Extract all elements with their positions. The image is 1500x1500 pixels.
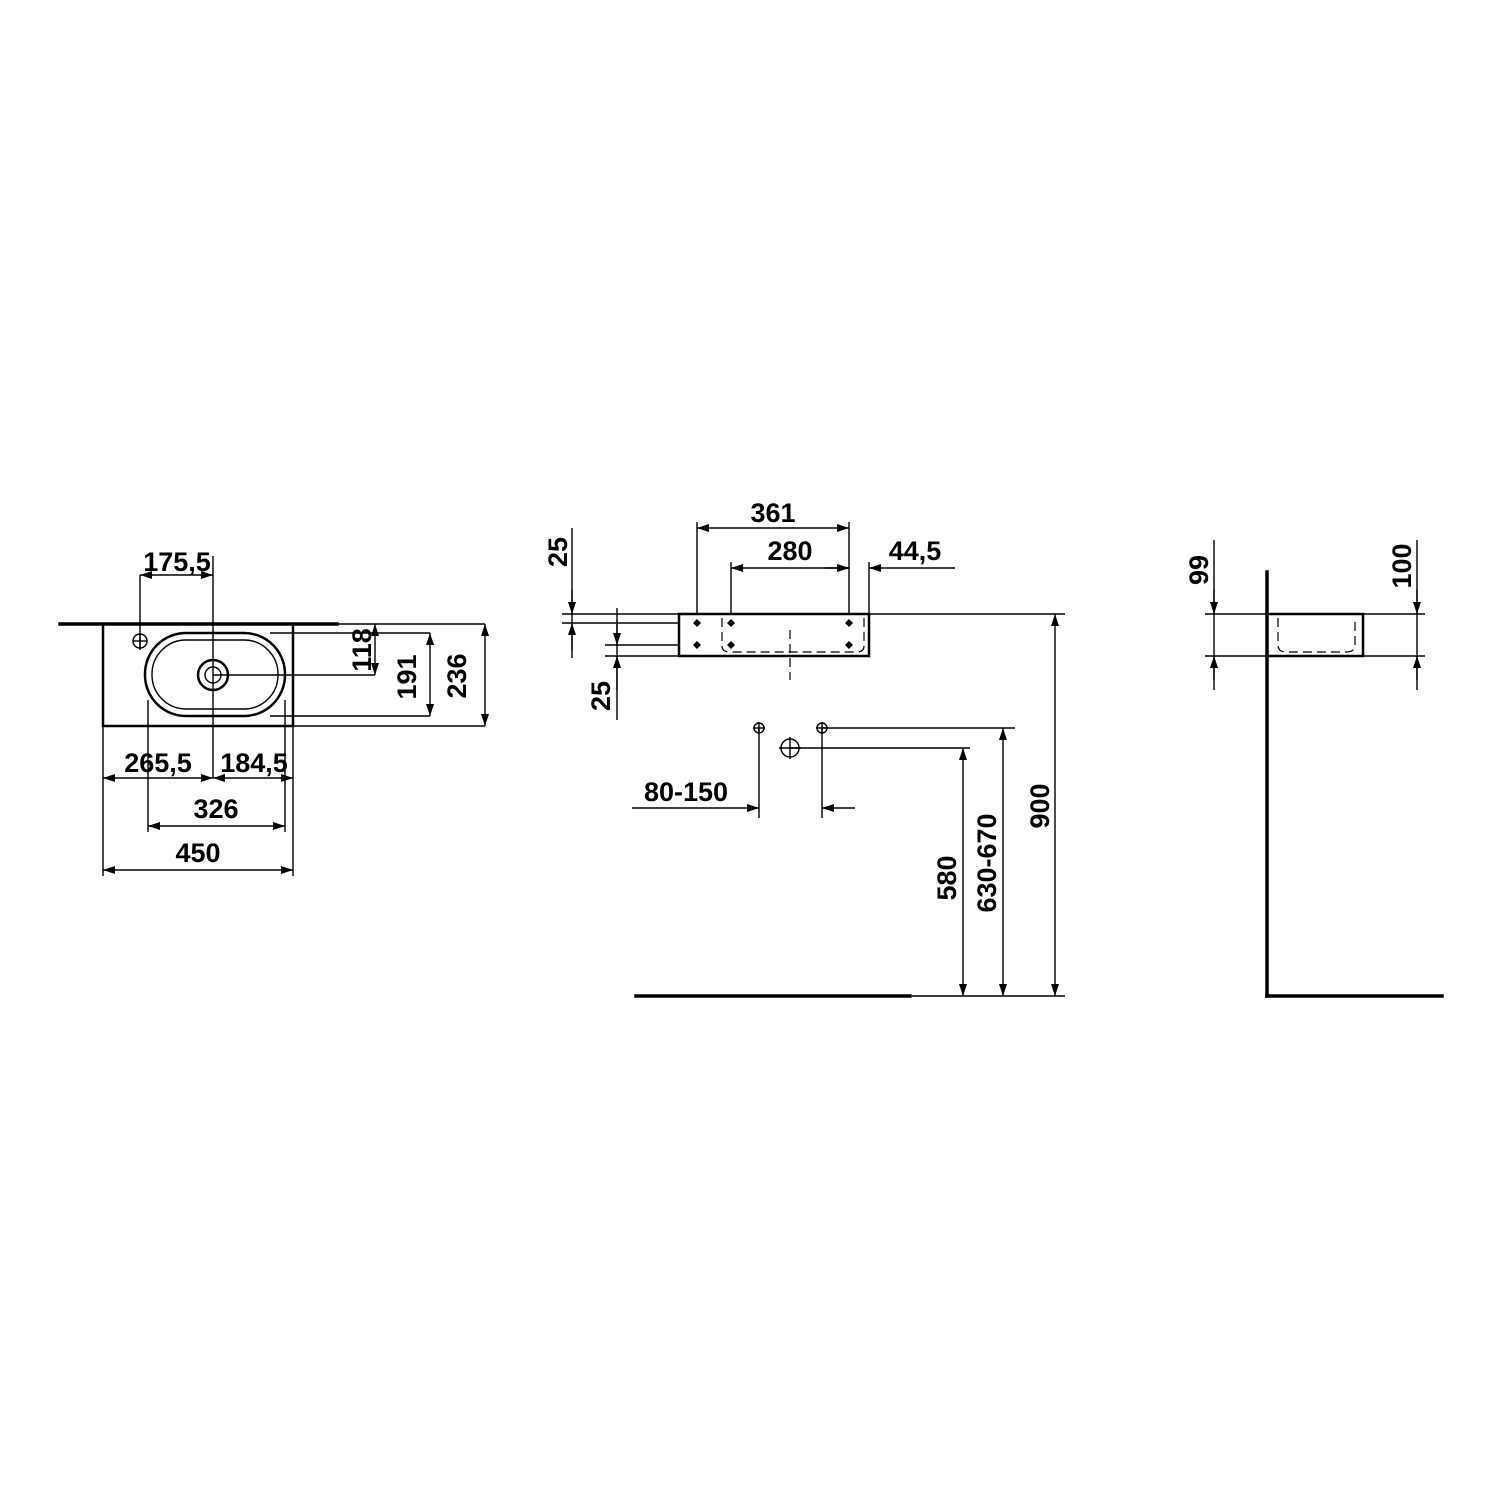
bracket-icon (693, 619, 701, 627)
bracket-icon (845, 619, 853, 627)
bracket-icon (693, 641, 701, 649)
dim-44-5-label: 44,5 (889, 536, 942, 566)
dim-580-label: 580 (932, 855, 962, 900)
dim-450-label: 450 (175, 838, 220, 868)
dim-25-lower-label: 25 (586, 681, 616, 711)
dim-236-label: 236 (442, 653, 472, 698)
dim-326-label: 326 (193, 794, 238, 824)
front-view: 361 280 44,5 25 25 80-150 580 (543, 498, 1065, 998)
basin-front-outline (677, 612, 871, 658)
basin-side-outline (1265, 612, 1365, 658)
dim-99-label: 99 (1184, 555, 1214, 585)
dim-361-label: 361 (750, 498, 795, 528)
bracket-icon (845, 641, 853, 649)
dim-25-upper-label: 25 (543, 537, 573, 567)
dim-630-670-label: 630-670 (972, 813, 1002, 912)
dim-280-label: 280 (767, 536, 812, 566)
dim-118-label: 118 (347, 628, 377, 672)
dim-191-label: 191 (392, 654, 422, 699)
dim-80-150-label: 80-150 (644, 777, 728, 807)
dim-100-label: 100 (1387, 543, 1417, 588)
dim-184-5-label: 184,5 (220, 748, 288, 778)
dim-265-5-label: 265,5 (124, 748, 192, 778)
dim-900-label: 900 (1025, 783, 1055, 828)
top-view: 175,5 118 191 236 265,5 184,5 326 450 (58, 547, 489, 876)
dim-175-5-label: 175,5 (143, 547, 211, 577)
side-view: 99 100 (1184, 540, 1444, 998)
bracket-icon (727, 619, 735, 627)
bracket-icon (727, 641, 735, 649)
